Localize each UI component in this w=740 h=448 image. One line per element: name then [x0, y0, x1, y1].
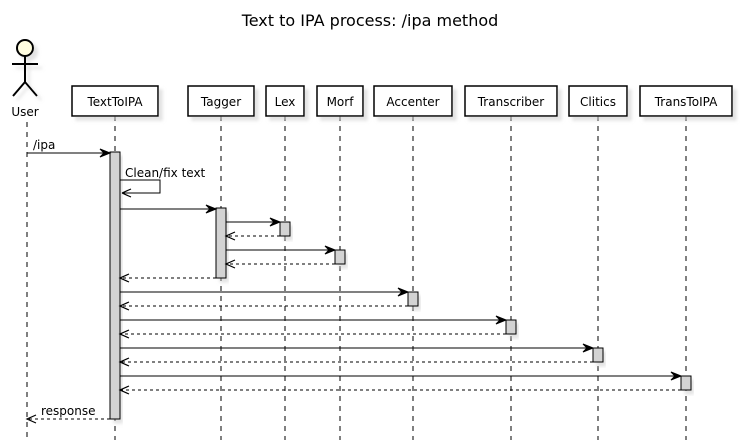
participant-label: TextToIPA: [86, 95, 143, 109]
message-0: /ipa: [27, 138, 112, 158]
message-14: [120, 371, 683, 381]
message-1: Clean/fix text: [120, 166, 206, 198]
participant-box: [316, 85, 364, 117]
activation-transtoipa: [680, 375, 692, 391]
arrow-head: [670, 371, 683, 381]
participant-label: Lex: [275, 95, 296, 109]
participant-box: [187, 85, 255, 117]
user-actor: User: [11, 39, 39, 119]
activation-texttoipa: [109, 151, 121, 420]
activation-bars: [109, 151, 692, 420]
participant-accenter: Accenter: [373, 85, 453, 117]
message-9: [118, 301, 408, 311]
participant-label: Accenter: [386, 95, 439, 109]
message-12: [120, 343, 595, 353]
activation-accenter: [407, 291, 419, 307]
message-5: [226, 245, 337, 255]
participant-tagger: Tagger: [187, 85, 255, 117]
message-8: [120, 287, 410, 297]
arrow-head: [495, 315, 508, 325]
arrow-head: [118, 357, 130, 367]
stick-figure-icon: [12, 39, 38, 97]
participant-label: Clitics: [580, 95, 616, 109]
arrow-head: [269, 217, 282, 227]
arrow-head: [118, 329, 130, 339]
participant-box: [265, 85, 305, 117]
message-label: response: [41, 404, 96, 418]
participant-lex: Lex: [265, 85, 305, 117]
arrow-head: [224, 231, 236, 241]
message-line: [120, 179, 161, 194]
activation-transcriber: [505, 319, 517, 335]
message-10: [120, 315, 508, 325]
participant-label: Morf: [327, 95, 355, 109]
participant-label: TransToIPA: [654, 95, 718, 109]
message-2: [120, 204, 218, 214]
message-6: [224, 259, 335, 269]
message-13: [118, 357, 593, 367]
participant-transtoipa: TransToIPA: [639, 85, 733, 117]
participant-box: [71, 85, 159, 117]
message-11: [118, 329, 506, 339]
participant-box: [464, 85, 558, 117]
participant-morf: Morf: [316, 85, 364, 117]
arrow-head: [25, 414, 37, 424]
participant-label: Transcriber: [477, 95, 545, 109]
arrow-head: [205, 204, 218, 214]
message-7: [118, 273, 216, 283]
arrow-head: [118, 301, 130, 311]
message-label: /ipa: [33, 138, 55, 152]
participants: TextToIPA Tagger Lex Morf Accenter Transcribe…: [71, 85, 733, 117]
activation-lex: [279, 221, 291, 237]
arrow-head: [121, 188, 132, 198]
message-3: [226, 217, 282, 227]
message-4: [224, 231, 280, 241]
message-label: Clean/fix text: [125, 166, 206, 180]
arrow-head: [224, 259, 236, 269]
activation-morf: [334, 249, 346, 265]
activation-clitics: [592, 347, 604, 363]
arrow-head: [397, 287, 410, 297]
participant-texttoipa: TextToIPA: [71, 85, 159, 117]
activation-tagger: [215, 207, 227, 279]
arrow-head: [99, 148, 112, 158]
participant-transcriber: Transcriber: [464, 85, 558, 117]
participant-box: [373, 85, 453, 117]
arrow-head: [118, 385, 130, 395]
participant-label: Tagger: [200, 95, 241, 109]
participant-box: [639, 85, 733, 117]
actor-label: User: [11, 105, 38, 119]
arrow-head: [324, 245, 337, 255]
message-15: [118, 385, 681, 395]
participant-clitics: Clitics: [568, 85, 628, 117]
diagram-title: Text to IPA process: /ipa method: [241, 11, 499, 30]
participant-box: [568, 85, 628, 117]
arrow-head: [118, 273, 130, 283]
arrow-head: [582, 343, 595, 353]
message-16: response: [25, 404, 110, 424]
